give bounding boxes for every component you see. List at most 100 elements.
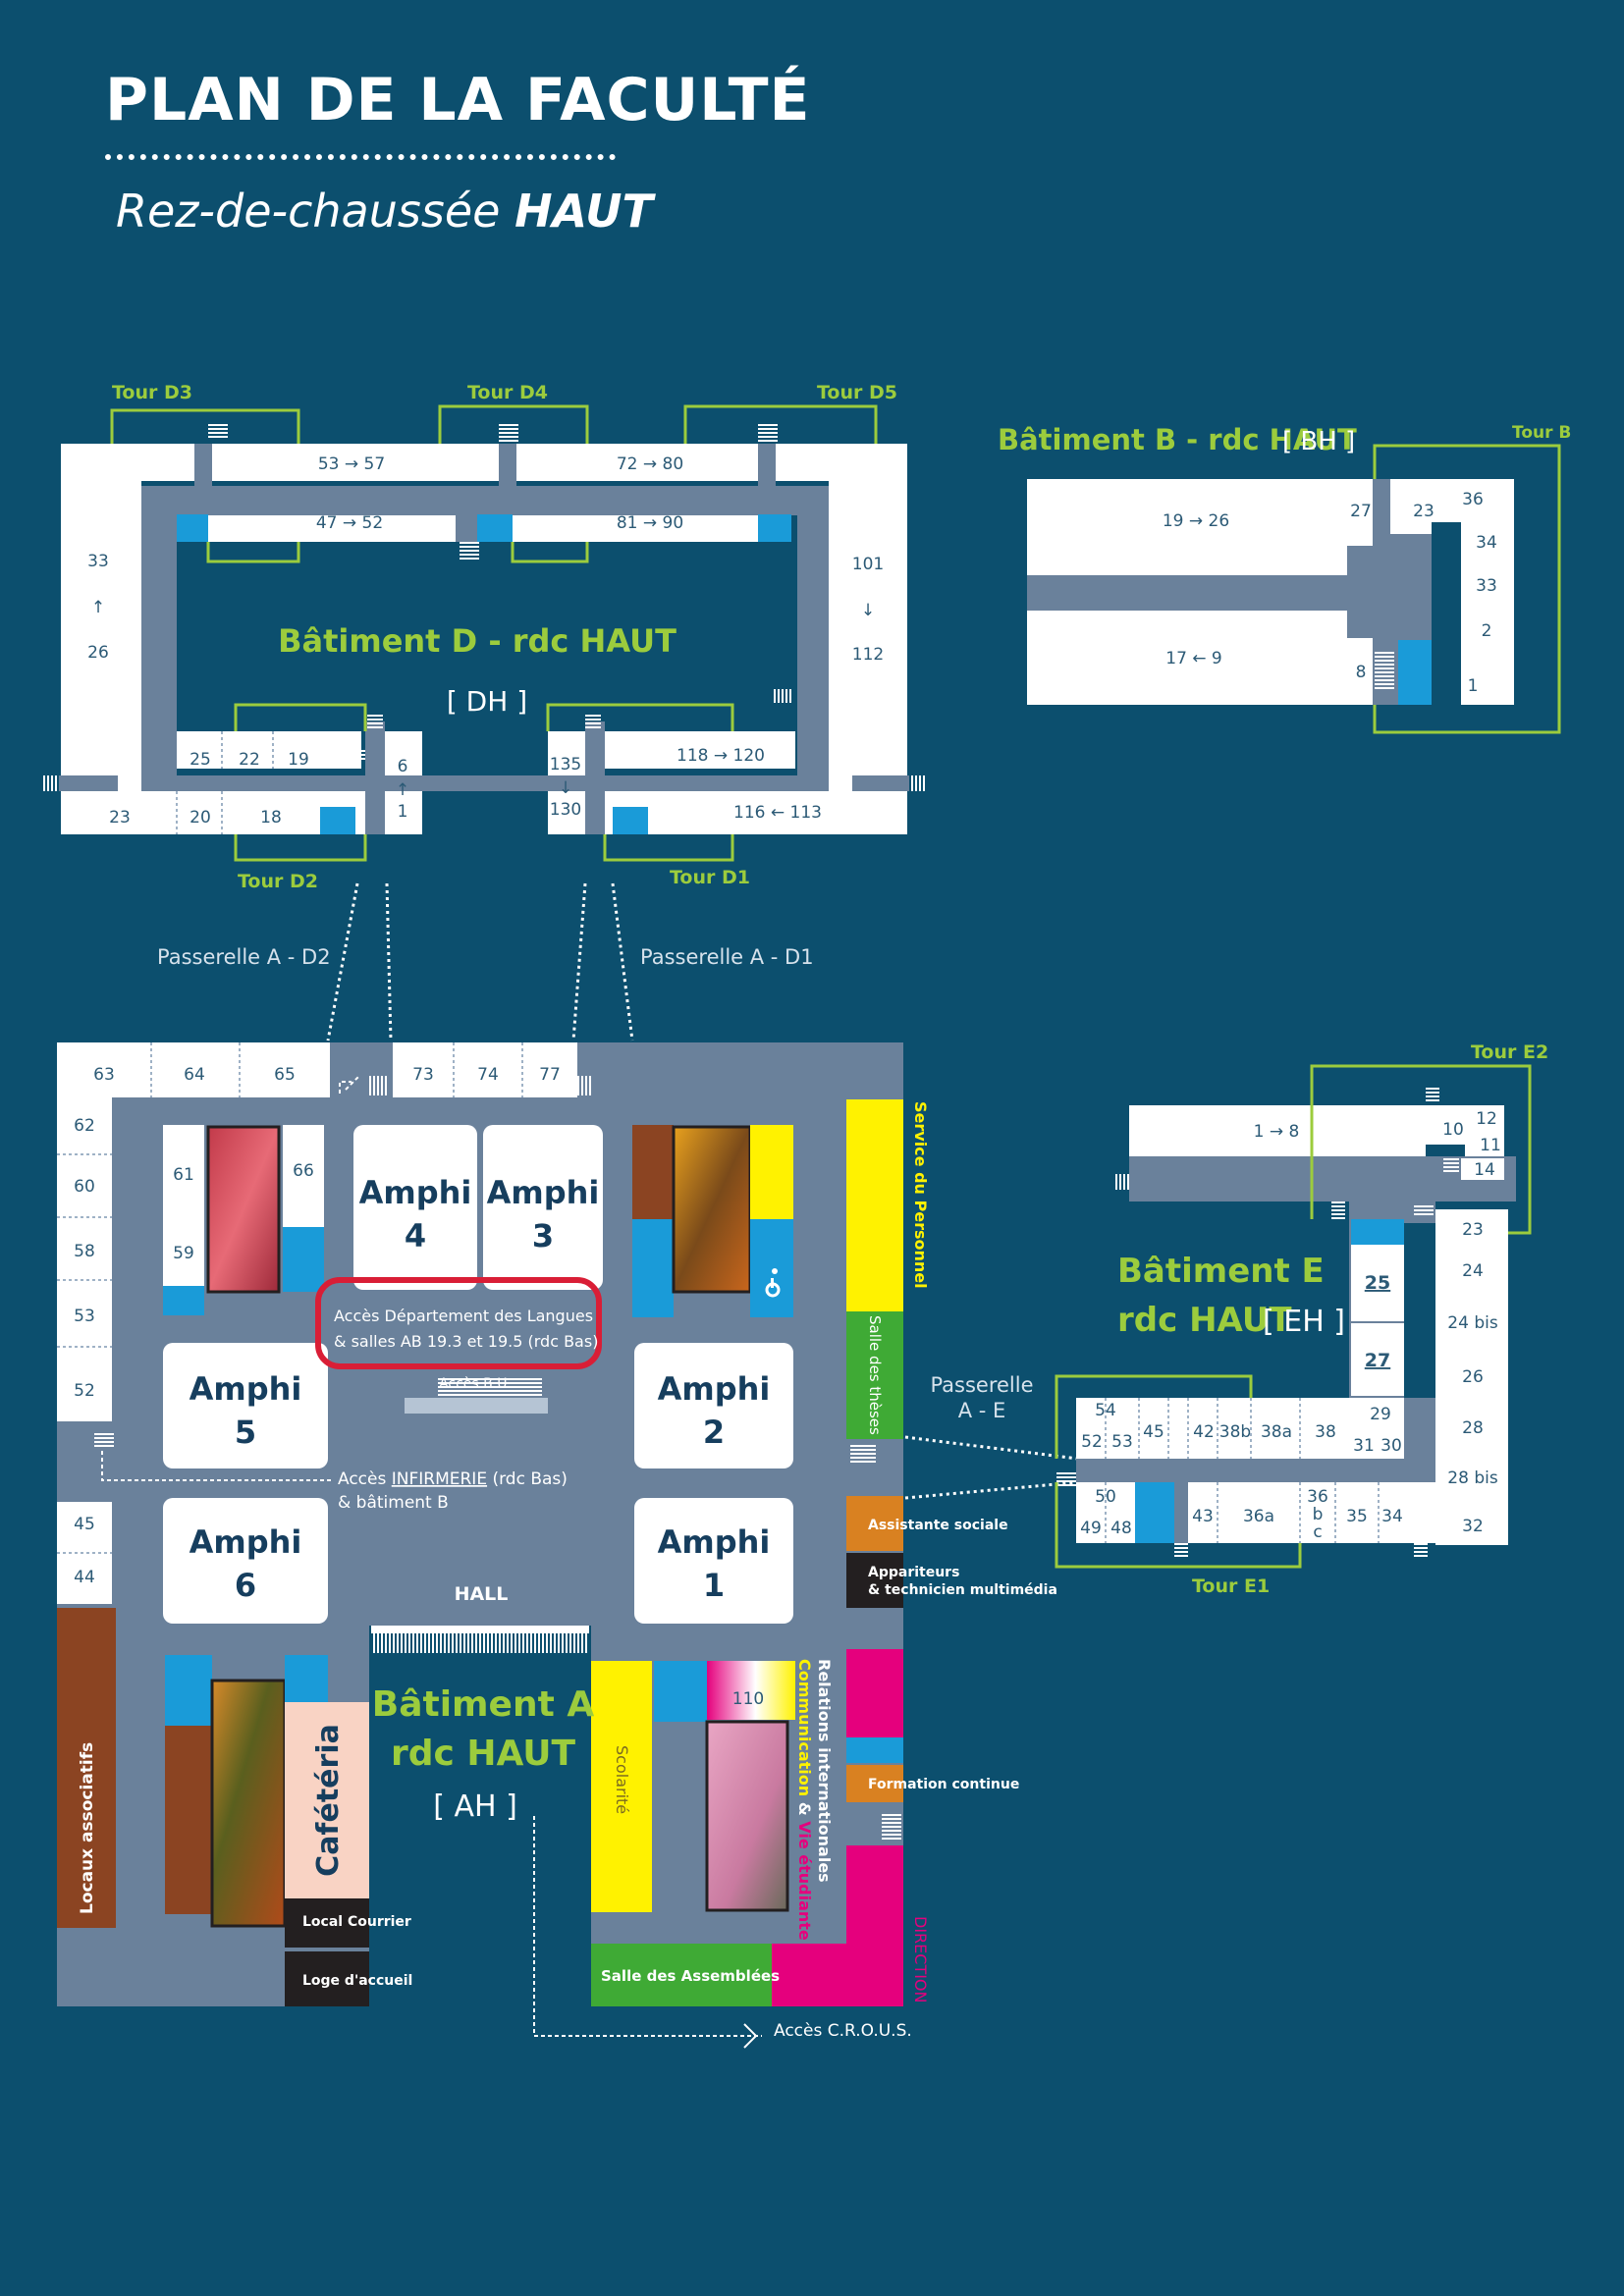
tower-d1-label: Tour D1 bbox=[670, 867, 750, 888]
room-d-23: 23 bbox=[109, 808, 131, 828]
room-e-36a: 36a bbox=[1243, 1507, 1274, 1526]
room-e-38b: 38b bbox=[1219, 1422, 1251, 1442]
tower-e2-label: Tour E2 bbox=[1471, 1041, 1548, 1063]
room-e-32: 32 bbox=[1462, 1517, 1484, 1536]
page-title: PLAN DE LA FACULTÉ bbox=[105, 66, 811, 134]
building-a-labels: 63 64 65 73 74 77 62 60 58 53 52 45 44 6… bbox=[74, 1065, 1057, 2041]
room-e-31: 31 bbox=[1353, 1436, 1375, 1456]
building-e-code: [ EH ] bbox=[1263, 1305, 1345, 1339]
infirmerie-post: (rdc Bas) bbox=[487, 1469, 568, 1489]
appariteurs-line1: Appariteurs bbox=[868, 1565, 959, 1580]
amphi-4-label: Amphi bbox=[359, 1174, 472, 1211]
room-a-62: 62 bbox=[74, 1116, 95, 1136]
room-e-25: 25 bbox=[1365, 1272, 1390, 1294]
subtitle-prefix: Rez-de-chaussée bbox=[116, 185, 515, 238]
room-a-66: 66 bbox=[293, 1161, 314, 1181]
passerelle-a-d2-label: Passerelle A - D2 bbox=[157, 945, 331, 969]
room-e-1-8: 1 → 8 bbox=[1254, 1122, 1300, 1142]
scolarite-label: Scolarité bbox=[613, 1745, 631, 1814]
formation-continue: Formation continue bbox=[868, 1777, 1019, 1792]
loge-accueil: Loge d'accueil bbox=[302, 1973, 412, 1989]
tower-d3-label: Tour D3 bbox=[112, 382, 192, 403]
room-e-54: 54 bbox=[1095, 1401, 1116, 1420]
langues-access-line1: Accès Département des Langues bbox=[334, 1307, 593, 1325]
room-b-33: 33 bbox=[1476, 576, 1497, 596]
room-d-right-arrow: ↓ bbox=[861, 601, 875, 620]
room-d-6: 6 bbox=[398, 757, 408, 776]
room-d-1: 1 bbox=[398, 802, 408, 822]
service-personnel: Service du Personnel bbox=[911, 1101, 930, 1289]
locaux-associatifs: Locaux associatifs bbox=[78, 1742, 97, 1914]
langues-access-line2: & salles AB 19.3 et 19.5 (rdc Bas) bbox=[334, 1332, 598, 1351]
room-d-20: 20 bbox=[189, 808, 211, 828]
room-d-25: 25 bbox=[189, 750, 211, 770]
room-d-6-arrow: ↑ bbox=[396, 780, 409, 800]
room-e-36: 36 bbox=[1307, 1487, 1328, 1507]
tower-b-label: Tour B bbox=[1512, 423, 1571, 443]
building-d-name: Bâtiment D - rdc HAUT bbox=[278, 622, 677, 660]
room-d-118-120: 118 → 120 bbox=[677, 746, 765, 766]
room-e-34: 34 bbox=[1381, 1507, 1403, 1526]
infirmerie-link: INFIRMERIE bbox=[392, 1469, 487, 1489]
vie-etudiante-label: Vie étudiante bbox=[795, 1821, 814, 1941]
hall-label: HALL bbox=[455, 1583, 509, 1605]
amphi-5-number: 5 bbox=[235, 1414, 256, 1451]
building-d-labels: Tour D3 Tour D4 Tour D5 Tour D2 Tour D1 … bbox=[87, 382, 897, 892]
room-b-23: 23 bbox=[1413, 502, 1435, 521]
room-b-1: 1 bbox=[1468, 676, 1479, 696]
room-e-36c: c bbox=[1313, 1522, 1322, 1542]
page-subtitle: Rez-de-chaussée HAUT bbox=[116, 188, 653, 234]
room-e-28: 28 bbox=[1462, 1418, 1484, 1438]
room-a-59: 59 bbox=[173, 1244, 194, 1263]
room-e-24: 24 bbox=[1462, 1261, 1484, 1281]
room-e-38: 38 bbox=[1315, 1422, 1336, 1442]
subtitle-bold: HAUT bbox=[514, 185, 653, 238]
room-d-116-113: 116 ← 113 bbox=[733, 803, 822, 823]
room-e-30: 30 bbox=[1380, 1436, 1402, 1456]
room-e-50: 50 bbox=[1095, 1487, 1116, 1507]
room-e-28bis: 28 bis bbox=[1447, 1468, 1498, 1488]
room-d-left-arrow: ↑ bbox=[91, 598, 105, 617]
room-e-11: 11 bbox=[1480, 1136, 1501, 1155]
building-a-code: [ AH ] bbox=[433, 1789, 517, 1824]
room-e-29: 29 bbox=[1370, 1405, 1391, 1424]
room-e-48: 48 bbox=[1110, 1519, 1132, 1538]
room-e-36b: b bbox=[1313, 1505, 1324, 1524]
room-e-38a: 38a bbox=[1261, 1422, 1292, 1442]
room-a-45: 45 bbox=[74, 1515, 95, 1534]
passerelle-a-e-label-2: A - E bbox=[958, 1399, 1006, 1422]
building-e bbox=[1055, 1064, 1532, 1569]
building-b-code: [ BH ] bbox=[1282, 427, 1355, 456]
room-a-53: 53 bbox=[74, 1307, 95, 1326]
room-e-14: 14 bbox=[1474, 1160, 1495, 1180]
room-e-27: 27 bbox=[1365, 1350, 1390, 1371]
room-d-47-52: 47 → 52 bbox=[316, 513, 383, 533]
cafeteria-label: Cafétéria bbox=[311, 1724, 346, 1877]
amphi-1-number: 1 bbox=[703, 1567, 725, 1604]
building-b-labels: Bâtiment B - rdc HAUT [ BH ] Tour B 19 →… bbox=[998, 423, 1571, 696]
room-e-53: 53 bbox=[1111, 1432, 1133, 1452]
direction-label: DIRECTION bbox=[911, 1916, 930, 2003]
room-d-18: 18 bbox=[260, 808, 282, 828]
room-a-64: 64 bbox=[184, 1065, 205, 1085]
room-d-22: 22 bbox=[239, 750, 260, 770]
room-e-12: 12 bbox=[1476, 1109, 1497, 1129]
amphi-3-label: Amphi bbox=[487, 1174, 600, 1211]
building-e-name-1: Bâtiment E bbox=[1117, 1252, 1325, 1291]
building-b bbox=[1027, 444, 1561, 734]
tower-d5-label: Tour D5 bbox=[817, 382, 897, 403]
room-e-52: 52 bbox=[1081, 1432, 1103, 1452]
room-b-34: 34 bbox=[1476, 533, 1497, 553]
local-courrier: Local Courrier bbox=[302, 1914, 411, 1930]
room-d-19: 19 bbox=[288, 750, 309, 770]
room-e-45: 45 bbox=[1143, 1422, 1164, 1442]
salle-des-assemblees: Salle des Assemblées bbox=[601, 1967, 780, 1985]
room-a-110: 110 bbox=[732, 1689, 764, 1709]
batiment-b-access: & bâtiment B bbox=[338, 1493, 449, 1513]
room-a-65: 65 bbox=[274, 1065, 296, 1085]
communication-label: Communication bbox=[795, 1659, 814, 1796]
amphi-6-number: 6 bbox=[235, 1567, 256, 1604]
bu-access-label: Accès B.U. bbox=[439, 1376, 512, 1392]
building-e-labels: Tour E2 Tour E1 Bâtiment E rdc HAUT [ EH… bbox=[1080, 1041, 1548, 1597]
assistante-sociale: Assistante sociale bbox=[868, 1518, 1008, 1533]
